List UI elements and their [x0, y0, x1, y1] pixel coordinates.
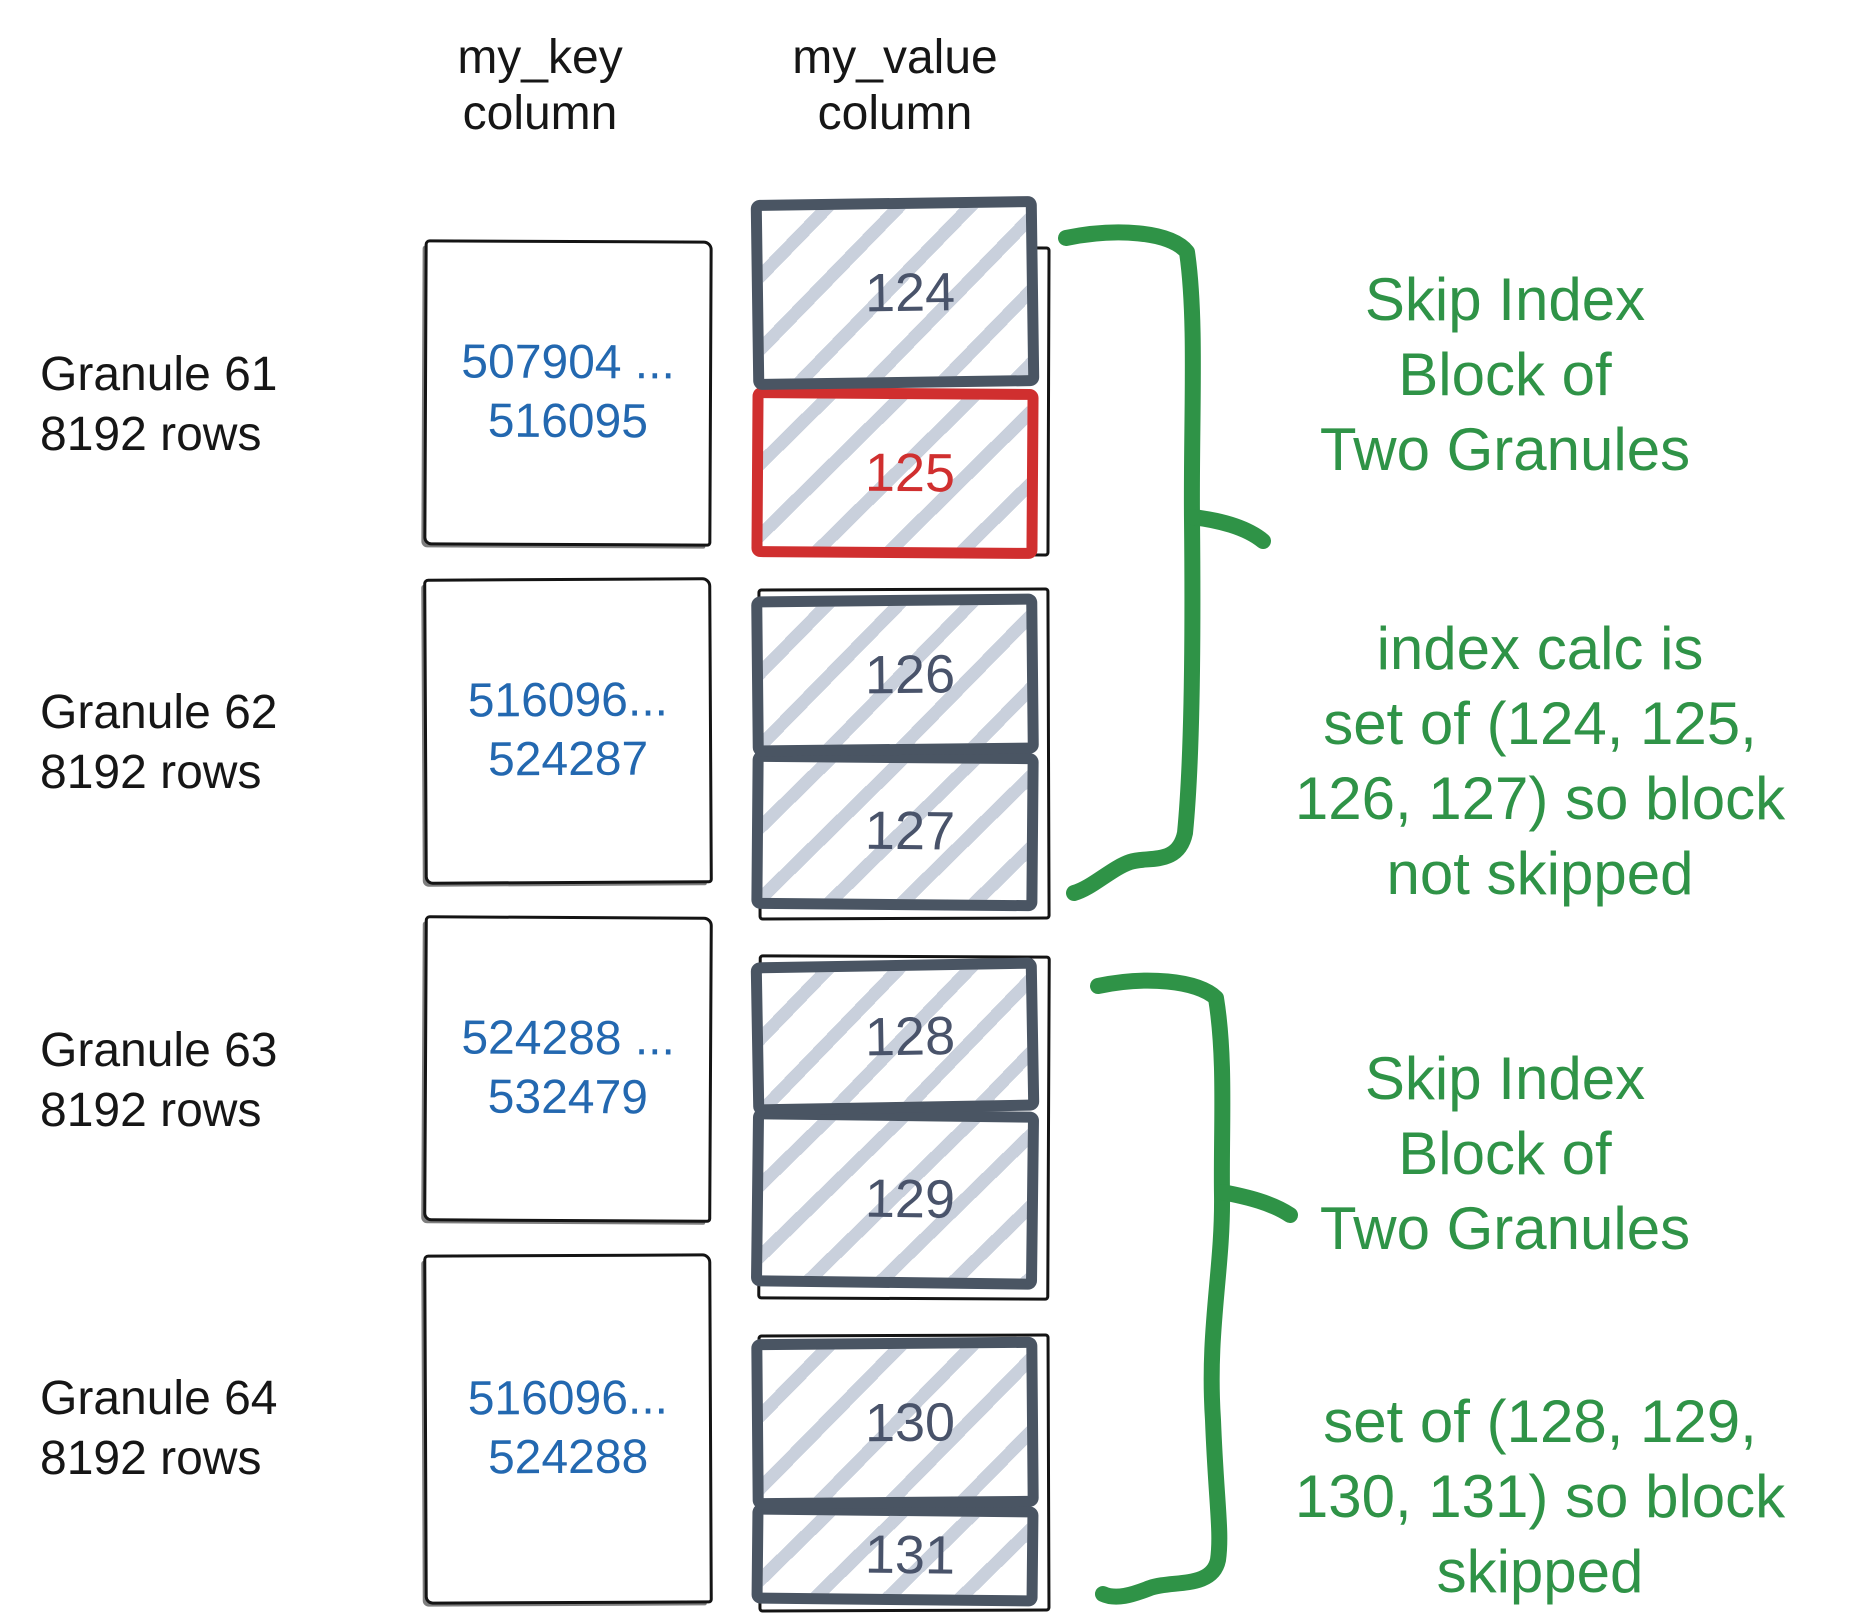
value-block-128: 128	[750, 957, 1040, 1116]
key-box-granule-62: 516096... 524287	[423, 577, 713, 885]
value-block-131-label: 131	[864, 1524, 956, 1586]
value-block-124: 124	[750, 196, 1040, 390]
brace-block-1	[1058, 224, 1201, 901]
key-range-granule-62: 516096... 524287	[467, 673, 669, 787]
value-block-129-label: 129	[864, 1168, 956, 1230]
annotation-skip-block-1: Skip Index Block of Two Granules	[1319, 266, 1691, 483]
annotation-skip-block-2: Skip Index Block of Two Granules	[1319, 1045, 1691, 1262]
granule-62-label: Granule 62 8192 rows	[40, 686, 278, 799]
granule-63-label: Granule 63 8192 rows	[40, 1024, 278, 1137]
annotation-index-calc-skipped: set of (128, 129, 130, 131) so block ski…	[1294, 1388, 1786, 1605]
value-block-129: 129	[750, 1108, 1040, 1290]
key-range-granule-64: 516096... 524288	[467, 1372, 669, 1485]
value-block-125-label: 125	[864, 442, 956, 504]
value-block-126-label: 126	[864, 644, 956, 706]
value-block-124-label: 124	[864, 262, 956, 324]
annotation-index-calc-not-skipped: index calc is set of (124, 125, 126, 127…	[1294, 615, 1786, 907]
value-block-127-label: 127	[864, 800, 956, 862]
value-block-128-label: 128	[864, 1005, 956, 1068]
value-block-131: 131	[751, 1503, 1039, 1607]
value-block-130: 130	[751, 1336, 1039, 1510]
value-block-127: 127	[751, 750, 1039, 912]
brace-block-1-tick	[1184, 509, 1271, 549]
key-box-granule-63: 524288 ... 532479	[423, 915, 713, 1223]
key-range-granule-63: 524288 ... 532479	[461, 1011, 676, 1125]
value-column-header: my_value column	[792, 31, 998, 140]
value-block-125-highlighted: 125	[751, 387, 1039, 559]
value-block-126: 126	[751, 593, 1039, 757]
key-box-granule-61: 507904 ... 516095	[423, 239, 713, 547]
granule-64-label: Granule 64 8192 rows	[40, 1372, 278, 1485]
granule-61-label: Granule 61 8192 rows	[40, 348, 278, 461]
key-range-granule-61: 507904 ... 516095	[461, 335, 675, 449]
value-block-130-label: 130	[864, 1392, 956, 1454]
key-column-header: my_key column	[457, 31, 623, 140]
key-box-granule-64: 516096... 524288	[423, 1253, 713, 1605]
